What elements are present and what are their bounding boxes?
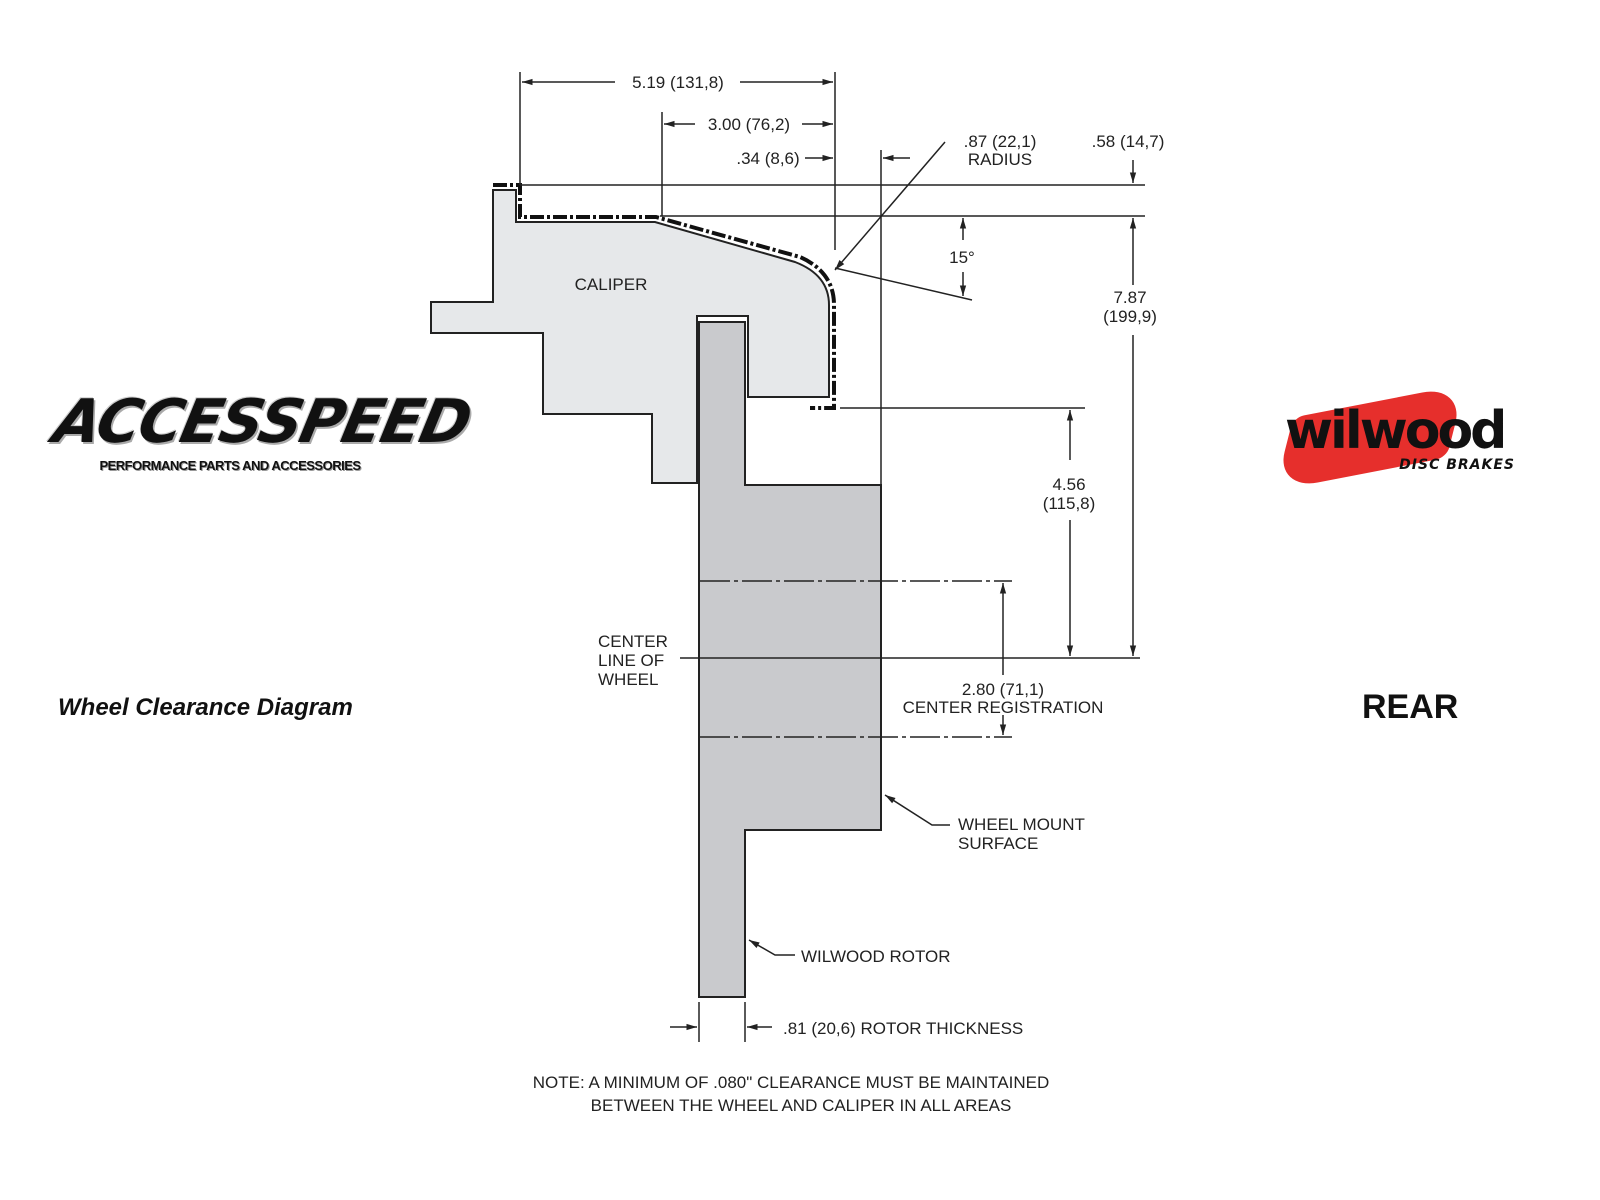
dim-300: 3.00 (76,2) (708, 115, 790, 134)
note-line-1: NOTE: A MINIMUM OF .080" CLEARANCE MUST … (533, 1073, 1049, 1092)
dim-456-in: 4.56 (1052, 475, 1085, 494)
dim-280: 2.80 (71,1) (962, 680, 1044, 699)
center-registration: CENTER REGISTRATION (903, 698, 1104, 717)
dim-787-mm: (199,9) (1103, 307, 1157, 326)
wilwood-logo-main: wilwood (1285, 401, 1507, 461)
dim-519: 5.19 (131,8) (632, 73, 724, 92)
radius-value: .87 (22,1) (964, 132, 1037, 151)
dim-456-mm: (115,8) (1043, 494, 1096, 513)
wilwood-logo: wilwood DISC BRAKES (1274, 384, 1525, 491)
center-line-1: CENTER (598, 632, 668, 651)
rotor-thickness: .81 (20,6) ROTOR THICKNESS (783, 1019, 1023, 1038)
rotor-shape (698, 321, 882, 998)
dim-787-in: 7.87 (1113, 288, 1146, 307)
caliper-label: CALIPER (575, 275, 648, 294)
wheel-mount-1: WHEEL MOUNT (958, 815, 1085, 834)
dim-034: .34 (8,6) (736, 149, 799, 168)
caliper-shape (430, 189, 830, 484)
center-line-2: LINE OF (598, 651, 664, 670)
accespeed-logo: ACCESSPEED PERFORMANCE PARTS AND ACCESSO… (48, 387, 477, 473)
angle-label: 15° (949, 248, 975, 267)
center-line-3: WHEEL (598, 670, 658, 689)
dimension-lines (519, 72, 1145, 1042)
wheel-mount-2: SURFACE (958, 834, 1038, 853)
radius-label: RADIUS (968, 150, 1032, 169)
wilwood-logo-sub: DISC BRAKES (1399, 457, 1515, 473)
position-label: REAR (1362, 688, 1459, 726)
rotor-label: WILWOOD ROTOR (801, 947, 951, 966)
note-line-2: BETWEEN THE WHEEL AND CALIPER IN ALL ARE… (591, 1096, 1012, 1115)
dim-058: .58 (14,7) (1092, 132, 1165, 151)
accespeed-logo-sub: PERFORMANCE PARTS AND ACCESSORIES (99, 458, 361, 473)
accespeed-logo-main: ACCESSPEED (47, 387, 477, 457)
diagram-caption: Wheel Clearance Diagram (58, 694, 353, 721)
clearance-line (493, 183, 836, 410)
